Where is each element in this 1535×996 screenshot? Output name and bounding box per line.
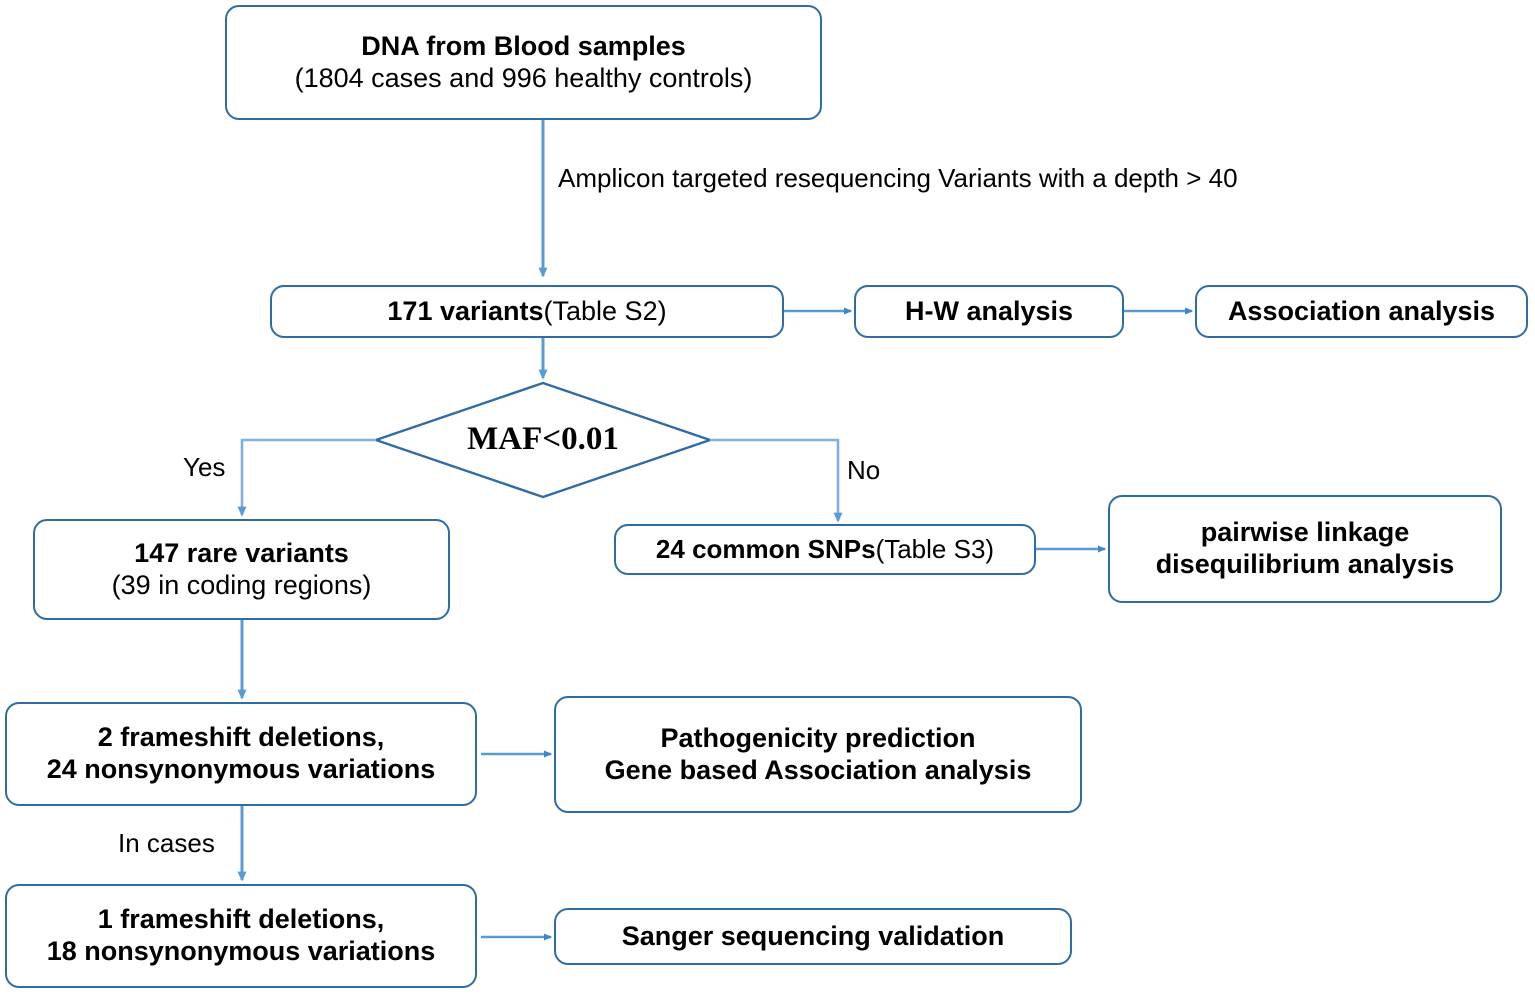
node-pairwise-linkage-disequilibrium[interactable]: pairwise linkage disequilibrium analysis [1108,495,1502,603]
node-sanger-sequencing-validation[interactable]: Sanger sequencing validation [554,908,1072,965]
edge-maf-no [710,438,843,523]
node-2-frameshift-deletions[interactable]: 2 frameshift deletions, 24 nonsynonymous… [5,702,477,806]
deletions2-line2: 24 nonsynonymous variations [46,754,436,784]
node-dna-from-blood-samples[interactable]: DNA from Blood samples (1804 cases and 9… [225,5,822,120]
maf-decision-label[interactable]: MAF<0.01 [467,421,619,457]
node-171-variants[interactable]: 171 variants (Table S2) [270,285,784,338]
variants-171-normal: (Table S2) [543,295,667,326]
resequencing-line1: Amplicon targeted resequencing [558,163,931,193]
edge-label-no: No [847,455,881,485]
edge-label-in-cases: In cases [118,828,215,858]
node-147-rare-variants[interactable]: 147 rare variants (39 in coding regions) [33,519,450,620]
deletions1-line2: 18 nonsynonymous variations [46,936,436,966]
deletions1-line1: 1 frameshift deletions, [97,904,385,935]
sanger-label: Sanger sequencing validation [621,920,1005,951]
rare-variants-line1: 147 rare variants [134,537,349,568]
dna-source-line1: DNA from Blood samples [361,30,686,61]
deletions2-line1: 2 frameshift deletions, [97,722,385,753]
node-pathogenicity-prediction[interactable]: Pathogenicity prediction Gene based Asso… [554,696,1082,813]
dna-source-line2: (1804 cases and 996 healthy controls) [294,62,753,93]
node-hw-analysis[interactable]: H-W analysis [854,285,1124,338]
common-snps-bold: 24 common SNPs [655,534,876,565]
variants-171-bold: 171 variants [387,295,544,326]
pairwise-ld-line1: pairwise linkage [1200,517,1410,548]
rare-variants-line2: (39 in coding regions) [111,569,372,600]
edge-maf-yes [237,438,376,517]
node-association-analysis[interactable]: Association analysis [1195,285,1528,338]
edge-label-resequencing: Amplicon targeted resequencing Variants … [558,160,1238,197]
pairwise-ld-line2: disequilibrium analysis [1155,549,1455,579]
hw-analysis-label: H-W analysis [904,295,1074,326]
edge-label-yes: Yes [183,452,226,482]
association-analysis-label: Association analysis [1227,295,1496,326]
resequencing-line2: Variants with a depth > 40 [938,163,1238,193]
common-snps-normal: (Table S3) [875,534,995,565]
node-1-frameshift-deletions[interactable]: 1 frameshift deletions, 18 nonsynonymous… [5,884,477,988]
pathogenicity-line1: Pathogenicity prediction [660,722,976,753]
pathogenicity-line2: Gene based Association analysis [604,754,1032,785]
node-24-common-snps[interactable]: 24 common SNPs (Table S3) [614,524,1036,575]
